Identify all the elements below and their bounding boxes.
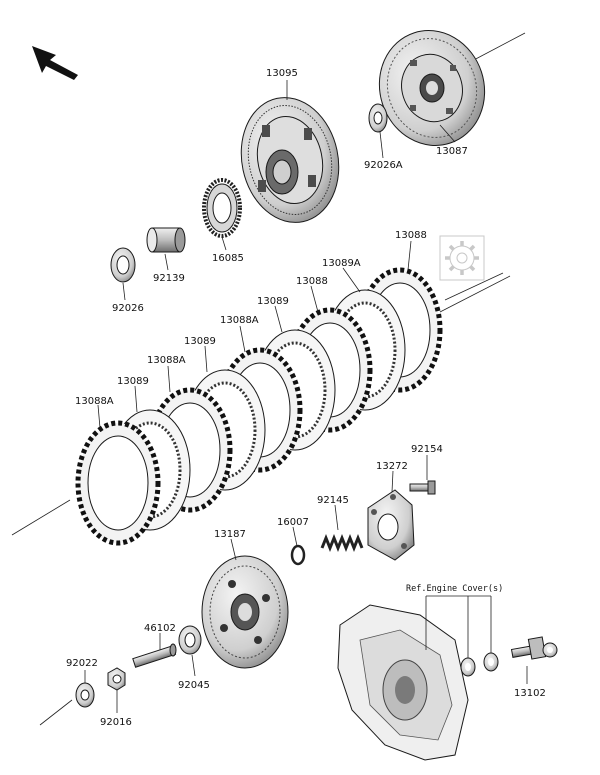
label-13088: 13088 <box>296 276 328 287</box>
part-13272-lifter-plate[interactable] <box>367 489 415 561</box>
reference-seal <box>483 652 499 672</box>
part-13102-clutch-lever[interactable] <box>510 636 558 660</box>
part-46102-push-rod[interactable] <box>132 643 177 668</box>
label-13087: 13087 <box>436 146 468 157</box>
label-92045: 92045 <box>178 680 210 691</box>
label-13089: 13089 <box>257 296 289 307</box>
part-13187-pressure-plate[interactable] <box>201 555 289 669</box>
part-labels: 13095 13087 92026A 16085 92139 92026 130… <box>66 68 546 728</box>
label-13088A: 13088A <box>147 355 186 366</box>
part-13087-gear[interactable] <box>365 17 500 159</box>
label-13088A: 13088A <box>220 315 259 326</box>
label-16007: 16007 <box>277 517 309 528</box>
label-13187: 13187 <box>214 529 246 540</box>
label-13088: 13088 <box>395 230 427 241</box>
label-16085: 16085 <box>212 253 244 264</box>
part-92045-bearing[interactable] <box>178 625 202 655</box>
part-13088A-friction-plate[interactable] <box>75 420 161 546</box>
label-13095: 13095 <box>266 68 298 79</box>
label-92026A: 92026A <box>364 160 403 171</box>
part-92026A-washer[interactable] <box>368 103 388 133</box>
engine-cover-reference <box>337 604 469 761</box>
label-13089A: 13089A <box>322 258 361 269</box>
label-13088A: 13088A <box>75 396 114 407</box>
part-92016-nut[interactable] <box>107 667 126 691</box>
label-46102: 46102 <box>144 623 176 634</box>
part-92022-washer[interactable] <box>75 682 95 708</box>
part-92026-washer[interactable] <box>110 247 136 283</box>
label-92139: 92139 <box>153 273 185 284</box>
part-92145-spring[interactable] <box>320 533 364 553</box>
label-92016: 92016 <box>100 717 132 728</box>
label-92154: 92154 <box>411 444 443 455</box>
label-13089: 13089 <box>117 376 149 387</box>
part-16007-ring[interactable] <box>290 544 306 566</box>
label-13102: 13102 <box>514 688 546 699</box>
label-13272: 13272 <box>376 461 408 472</box>
part-16085-gear[interactable] <box>202 178 242 238</box>
arrow-up-left-icon <box>32 46 78 80</box>
leader-lines <box>84 80 528 713</box>
gear-icon <box>439 235 485 281</box>
part-92139-sleeve[interactable] <box>146 227 186 253</box>
part-92154-bolt[interactable] <box>409 480 436 495</box>
label-92022: 92022 <box>66 658 98 669</box>
reference-note: Ref.Engine Cover(s) <box>406 584 503 594</box>
clutch-plate-stack <box>75 267 443 546</box>
assembly-axis-lines <box>11 32 526 726</box>
label-92145: 92145 <box>317 495 349 506</box>
part-13095-clutch-housing[interactable] <box>230 88 350 231</box>
label-92026: 92026 <box>112 303 144 314</box>
label-13089: 13089 <box>184 336 216 347</box>
reference-seal <box>460 657 476 677</box>
